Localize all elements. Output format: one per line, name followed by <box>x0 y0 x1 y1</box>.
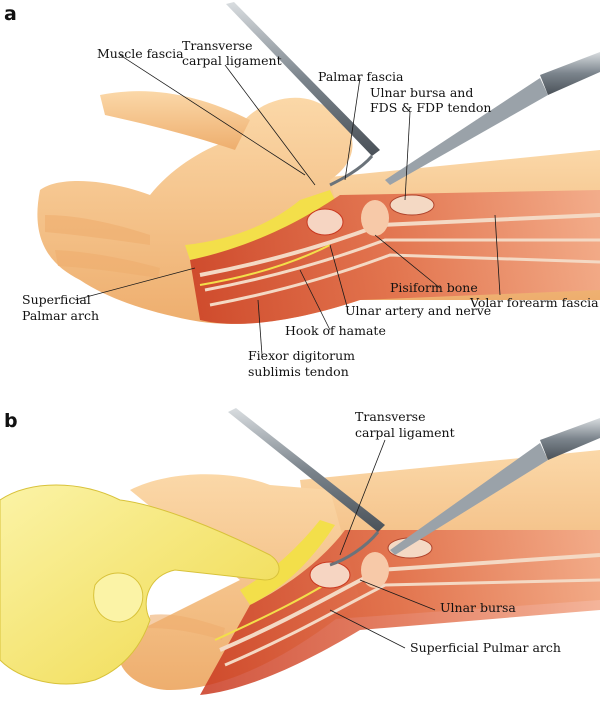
hand-illustration-b <box>0 408 600 695</box>
label-ulnar-artery: Ulnar artery and nerve <box>345 303 491 318</box>
hand-illustration-a <box>37 2 600 324</box>
leader-lines-a <box>74 54 501 356</box>
label-transverse-b-1: Transverse <box>355 409 425 424</box>
panel-letter-b: b <box>4 410 18 432</box>
label-flexor-2: sublimis tendon <box>248 364 349 379</box>
panel-letter-a: a <box>4 3 17 25</box>
label-transverse-2: carpal ligament <box>182 53 282 68</box>
leader-lines-b <box>329 439 436 649</box>
label-transverse-b-2: carpal ligament <box>355 425 455 440</box>
label-volar: Volar forearm fascia <box>469 295 599 310</box>
panel-b: b <box>0 408 600 695</box>
label-flexor-1: Fiexor digitorum <box>248 348 355 363</box>
label-superficial-1: Superficial <box>22 292 91 307</box>
panel-a: a <box>4 2 600 379</box>
label-pisiform: Pisiform bone <box>390 280 478 295</box>
label-superficial-b: Superficial Pulmar arch <box>410 640 561 655</box>
label-transverse-1: Transverse <box>182 38 252 53</box>
label-ulnar-bursa-1: Ulnar bursa and <box>370 85 473 100</box>
label-ulnar-bursa-2: FDS & FDP tendon <box>370 100 491 115</box>
label-superficial-2: Palmar arch <box>22 308 99 323</box>
label-muscle-fascia: Muscle fascia <box>97 46 184 61</box>
label-ulnar-bursa-b: Ulnar bursa <box>440 600 516 615</box>
label-palmar-fascia: Palmar fascia <box>318 69 404 84</box>
label-hook-hamate: Hook of hamate <box>285 323 386 338</box>
